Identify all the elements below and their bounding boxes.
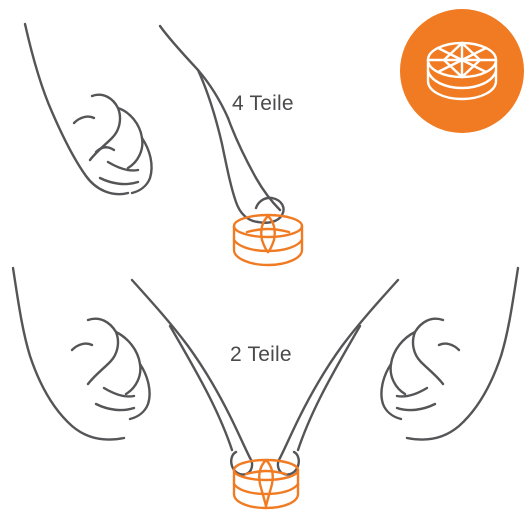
bottom-right-hand-illustration — [278, 268, 518, 475]
four-parts-label: 4 Teile — [232, 92, 294, 116]
two-parts-label: 2 Teile — [230, 343, 292, 367]
bottom-left-hand-illustration — [13, 268, 252, 475]
top-hand-illustration — [25, 24, 284, 223]
bottom-tablet-illustration — [234, 460, 298, 508]
tablet-badge — [400, 9, 524, 133]
tablet-icon — [400, 9, 524, 133]
